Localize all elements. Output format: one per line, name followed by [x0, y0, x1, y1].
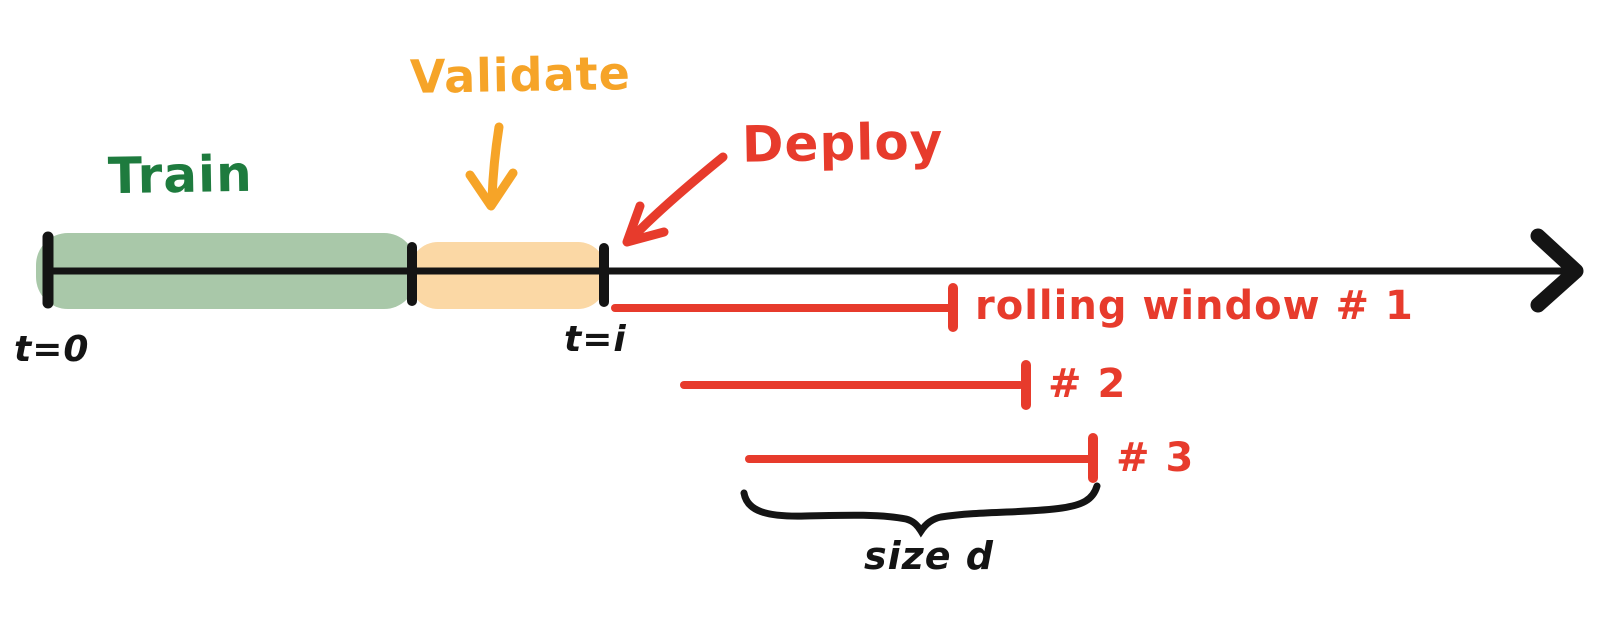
rolling-window-2-label: # 2: [1048, 361, 1127, 407]
deploy-label: Deploy: [741, 112, 944, 174]
validate-band: [410, 242, 606, 309]
size-d-brace: [740, 482, 1101, 538]
deploy-arrowhead-icon: [622, 201, 669, 247]
timeline-arrowhead-icon: [1530, 228, 1584, 313]
validate-down-arrowhead-icon: [465, 168, 518, 211]
size-d-label: size d: [864, 534, 994, 578]
t0-label: t=0: [14, 329, 90, 370]
train-label: Train: [107, 144, 254, 206]
rolling-window-3-label: # 3: [1116, 435, 1195, 481]
validate-label: Validate: [409, 46, 632, 104]
ti-label: t=i: [564, 319, 627, 360]
deploy-arrow-icon: [629, 152, 728, 241]
validate-down-arrow-icon: [487, 122, 504, 204]
rolling-window-1-label: rolling window # 1: [975, 283, 1414, 329]
